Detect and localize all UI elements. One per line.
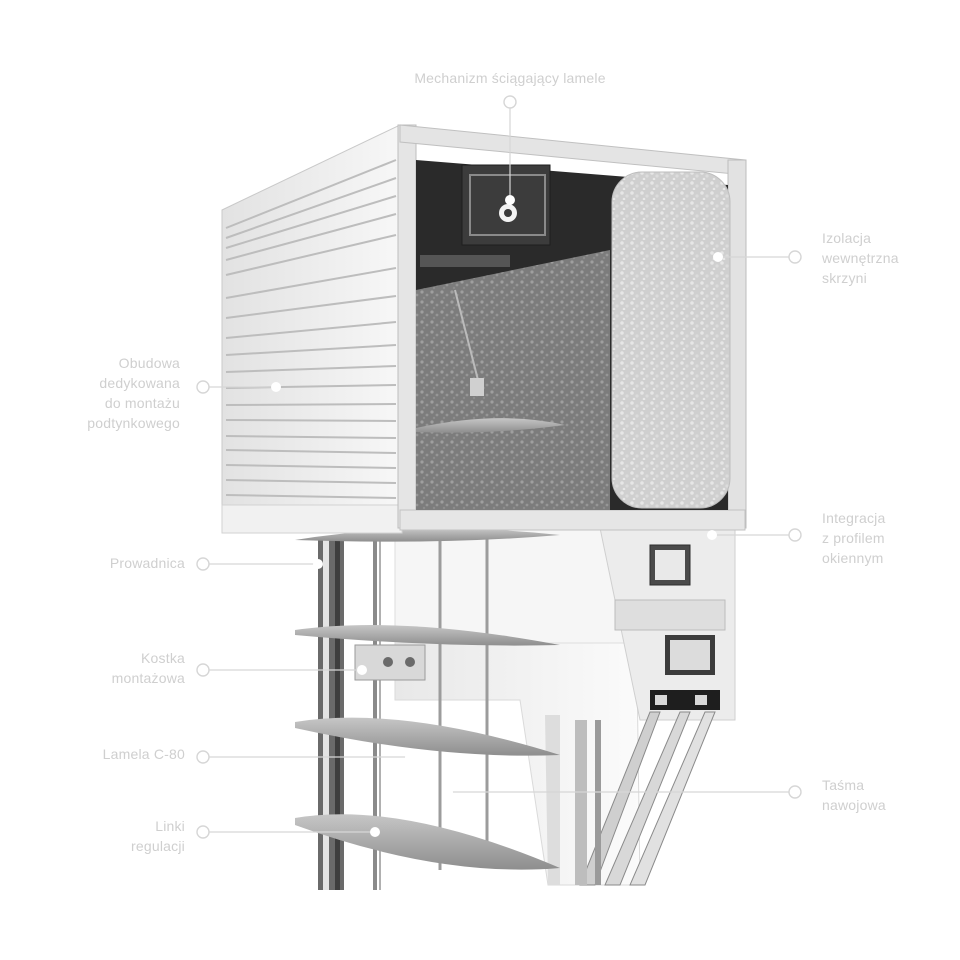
label-tape: Taśma nawojowa xyxy=(822,775,886,815)
callout-markers xyxy=(196,95,802,839)
label-insulation-line: skrzyni xyxy=(822,270,867,286)
label-mechanism-line: Mechanizm ściągający lamele xyxy=(414,70,606,86)
label-insulation-line: wewnętrzna xyxy=(822,250,899,266)
label-insulation: Izolacja wewnętrzna skrzyni xyxy=(822,228,899,288)
label-tape-line: nawojowa xyxy=(822,797,886,813)
box-housing xyxy=(221,124,747,534)
label-insulation-line: Izolacja xyxy=(822,230,872,246)
label-guide: Prowadnica xyxy=(110,553,185,573)
label-slat-line: Lamela C-80 xyxy=(102,746,185,762)
label-housing-line: dedykowana xyxy=(99,375,180,391)
label-housing: Obudowa dedykowana do montażu podtynkowe… xyxy=(87,353,180,433)
window-frame-profile xyxy=(394,527,736,886)
label-tape-line: Taśma xyxy=(822,777,865,793)
label-housing-line: Obudowa xyxy=(118,355,180,371)
label-cords-line: regulacji xyxy=(131,838,185,854)
label-housing-line: podtynkowego xyxy=(87,415,180,431)
label-mechanism: Mechanizm ściągający lamele xyxy=(330,68,690,88)
mounting-bracket xyxy=(354,644,426,681)
label-integration: Integracja z profilem okiennym xyxy=(822,508,885,568)
label-slat: Lamela C-80 xyxy=(103,744,185,764)
label-integration-line: z profilem xyxy=(822,530,885,546)
label-integration-line: Integracja xyxy=(822,510,886,526)
label-housing-line: do montażu xyxy=(104,395,180,411)
label-integration-line: okiennym xyxy=(822,550,884,566)
retraction-mechanism xyxy=(416,164,565,433)
insulation-block xyxy=(611,171,731,509)
label-cords-line: Linki xyxy=(155,818,185,834)
label-bracket: Kostka montażowa xyxy=(112,648,185,688)
label-guide-line: Prowadnica xyxy=(109,555,185,571)
callout-targets xyxy=(271,195,723,837)
label-bracket-line: Kostka xyxy=(141,650,185,666)
label-bracket-line: montażowa xyxy=(111,670,185,686)
label-cords: Linki regulacji xyxy=(131,816,185,856)
callout-lines xyxy=(205,102,795,833)
slats xyxy=(295,528,560,870)
